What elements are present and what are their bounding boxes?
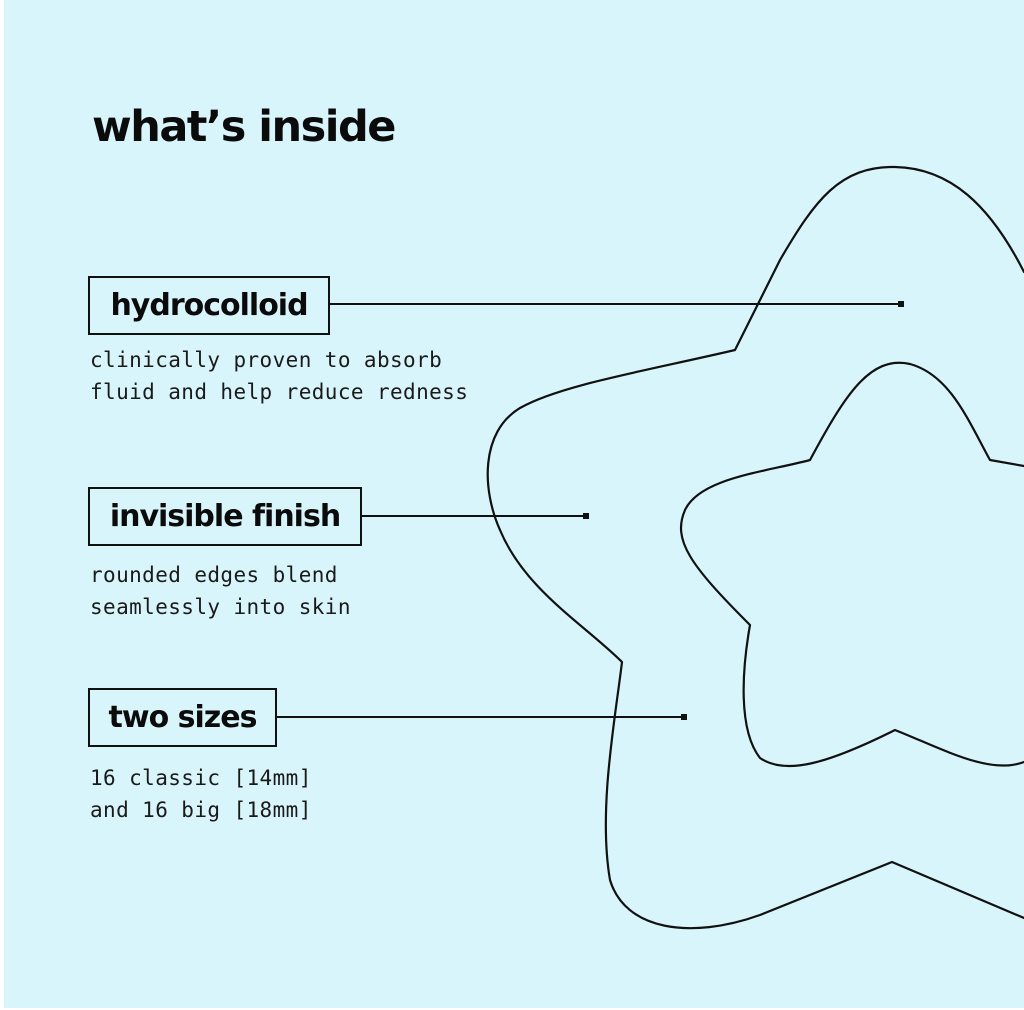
page-title: what’s inside — [92, 102, 396, 152]
connector-end-two-sizes — [681, 714, 687, 720]
star-illustration — [276, 165, 1024, 930]
info-panel: what’s inside hydrocolloid clinically pr… — [4, 0, 1024, 1008]
feature-desc-line: fluid and help reduce redness — [90, 380, 469, 404]
feature-desc-line: clinically proven to absorb — [90, 348, 443, 372]
feature-label-two-sizes: two sizes — [88, 688, 277, 747]
inner-star-outline-icon — [679, 361, 1024, 768]
feature-desc-line: seamlessly into skin — [90, 595, 351, 619]
feature-desc-hydrocolloid: clinically proven to absorb fluid and he… — [90, 344, 468, 408]
feature-desc-line: rounded edges blend — [90, 563, 338, 587]
feature-label-hydrocolloid: hydrocolloid — [88, 276, 330, 335]
feature-desc-line: 16 classic [14mm] — [90, 766, 312, 790]
feature-desc-invisible-finish: rounded edges blend seamlessly into skin — [90, 559, 351, 623]
connector-end-invisible-finish — [583, 513, 589, 519]
connector-end-hydrocolloid — [898, 301, 904, 307]
outer-star-outline-icon — [486, 165, 1024, 930]
feature-desc-two-sizes: 16 classic [14mm] and 16 big [18mm] — [90, 762, 312, 826]
feature-desc-line: and 16 big [18mm] — [90, 798, 312, 822]
feature-label-invisible-finish: invisible finish — [88, 487, 362, 546]
